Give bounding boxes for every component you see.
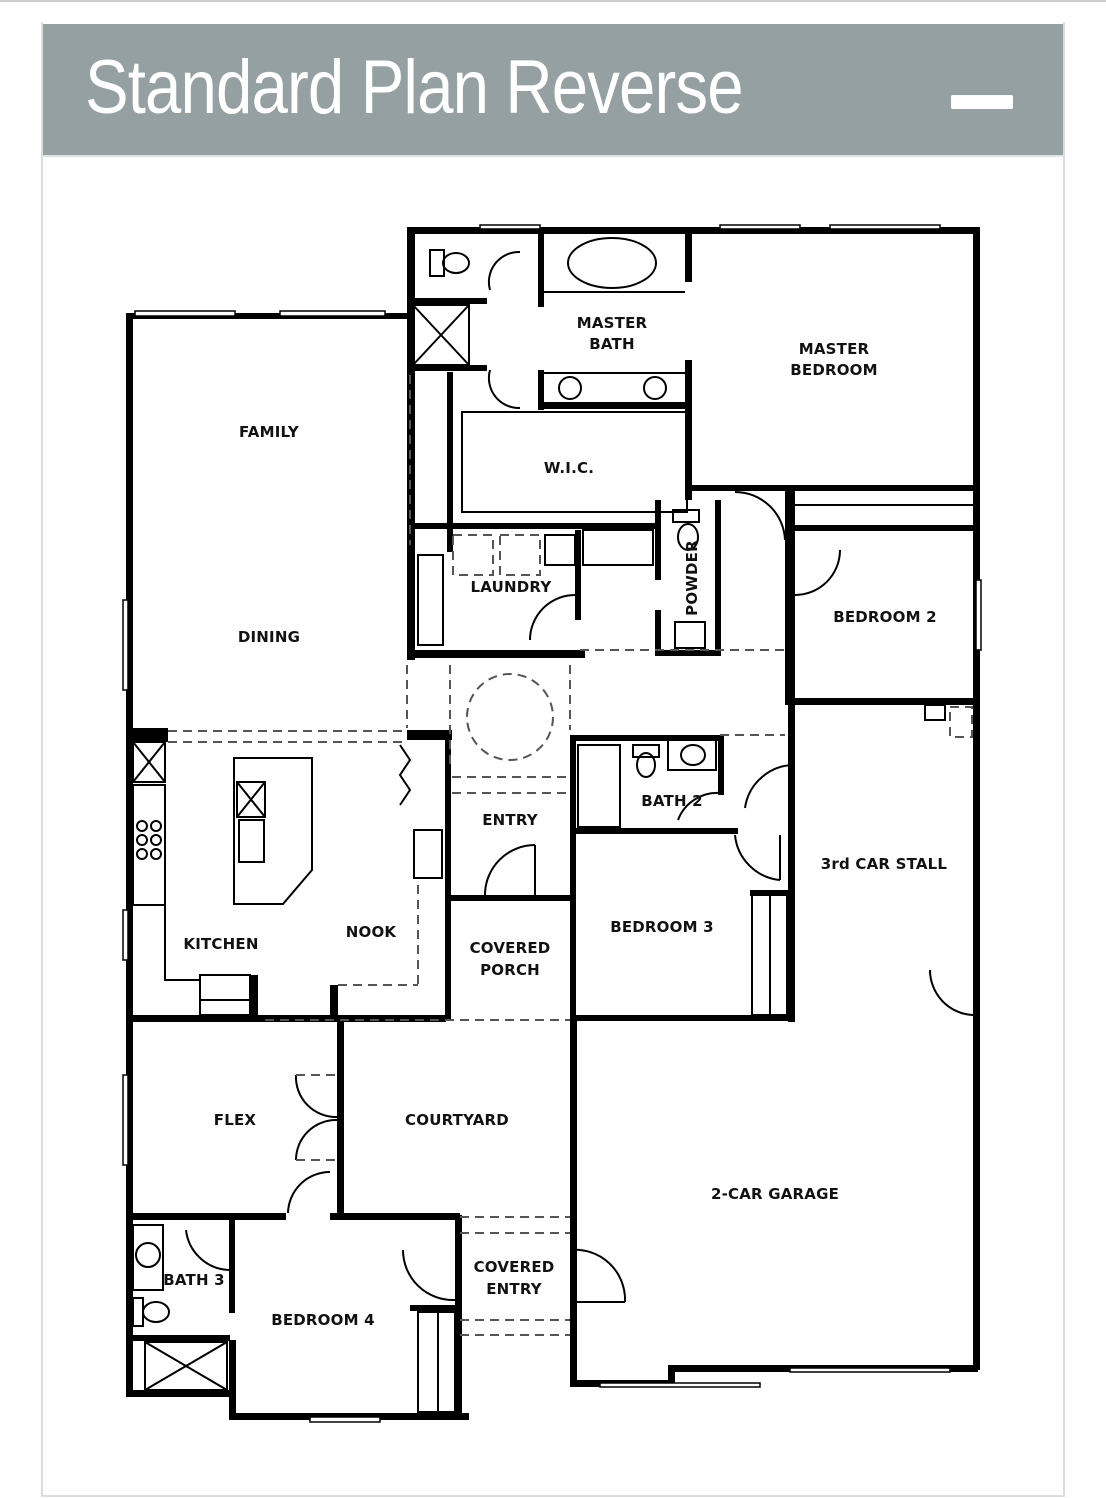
label-entry: ENTRY bbox=[482, 811, 539, 829]
label-master-bedroom: MASTER bbox=[799, 340, 870, 358]
dashed-openings bbox=[168, 375, 785, 1336]
label-master-bath-2: BATH bbox=[589, 335, 634, 353]
label-kitchen: KITCHEN bbox=[183, 935, 258, 953]
label-covered-entry-2: ENTRY bbox=[486, 1280, 543, 1298]
label-3rd-car-stall: 3rd CAR STALL bbox=[821, 855, 948, 873]
label-master-bath: MASTER bbox=[577, 314, 648, 332]
label-covered-porch: COVERED bbox=[470, 939, 551, 957]
label-dining: DINING bbox=[238, 628, 300, 646]
label-bedroom-4: BEDROOM 4 bbox=[271, 1311, 375, 1329]
windows bbox=[122, 224, 982, 1423]
top-divider bbox=[0, 0, 1106, 2]
label-flex: FLEX bbox=[214, 1111, 257, 1129]
fixtures bbox=[132, 237, 974, 1413]
plan-header[interactable]: Standard Plan Reverse bbox=[43, 24, 1063, 157]
label-wic: W.I.C. bbox=[544, 459, 594, 477]
label-nook: NOOK bbox=[346, 923, 398, 941]
interior-walls bbox=[126, 232, 980, 1341]
minus-icon[interactable] bbox=[951, 95, 1013, 109]
floor-plan-card bbox=[41, 22, 1065, 1497]
label-master-bedroom-2: BEDROOM bbox=[790, 361, 878, 379]
label-2-car-garage: 2-CAR GARAGE bbox=[711, 1185, 839, 1203]
label-laundry: LAUNDRY bbox=[471, 578, 553, 596]
room-labels: MASTER BATH MASTER BEDROOM W.I.C. FAMILY… bbox=[163, 314, 947, 1329]
label-bedroom-3: BEDROOM 3 bbox=[610, 918, 714, 936]
label-family: FAMILY bbox=[239, 423, 300, 441]
label-covered-entry: COVERED bbox=[474, 1258, 555, 1276]
label-bath-2: BATH 2 bbox=[641, 792, 703, 810]
label-covered-porch-2: PORCH bbox=[480, 961, 540, 979]
label-bath-3: BATH 3 bbox=[163, 1271, 225, 1289]
label-powder: POWDER bbox=[683, 540, 701, 616]
label-courtyard: COURTYARD bbox=[405, 1111, 509, 1129]
label-bedroom-2: BEDROOM 2 bbox=[833, 608, 937, 626]
plan-title: Standard Plan Reverse bbox=[85, 45, 744, 130]
